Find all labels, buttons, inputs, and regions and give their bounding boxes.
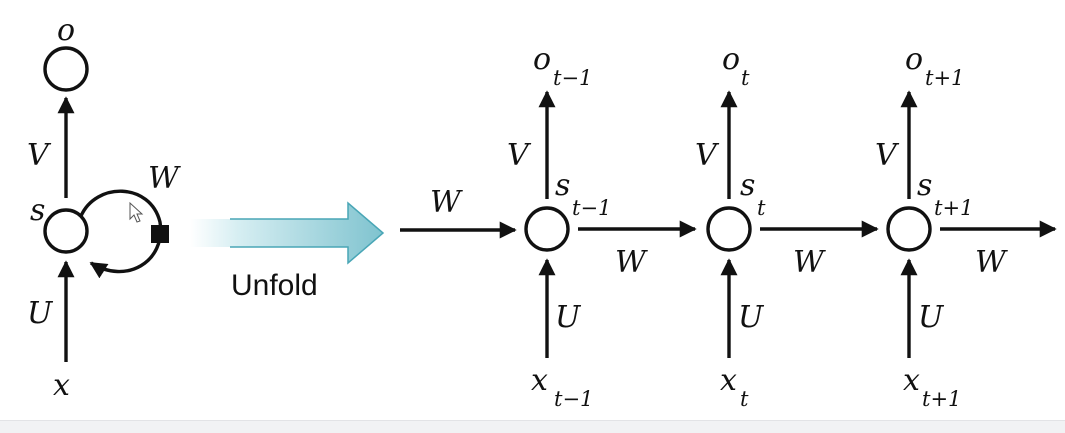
input-subscript: t−1 (554, 387, 593, 411)
state-subscript: t (757, 196, 766, 220)
folded-input-label: x (53, 368, 70, 403)
state-node (706, 206, 752, 252)
v-label: V (507, 138, 532, 173)
unfold-arrow-shape (190, 203, 383, 263)
output-label: o (905, 42, 923, 77)
input-label: x (720, 363, 737, 398)
timestep-t-plus-1: o t+1 V s t+1 U x t+1 W (875, 42, 1057, 411)
state-node (886, 206, 932, 252)
unfolded-rnn: W o t−1 V s t−1 U x t−1 W o t V s t (400, 42, 1057, 411)
folded-w-label: W (148, 161, 181, 196)
w-label: W (793, 245, 826, 280)
input-subscript: t (740, 387, 749, 411)
folded-output-label: o (57, 13, 75, 48)
input-label: x (531, 363, 548, 398)
output-subscript: t+1 (925, 66, 964, 90)
folded-v-label: V (27, 138, 52, 173)
state-subscript: t−1 (572, 196, 611, 220)
output-label: o (533, 42, 551, 77)
v-label: V (695, 138, 720, 173)
state-node (524, 206, 570, 252)
folded-recurrent-loop (79, 189, 163, 279)
input-subscript: t+1 (922, 387, 961, 411)
output-subscript: t (741, 66, 750, 90)
u-label: U (555, 300, 582, 335)
output-subscript: t−1 (553, 66, 592, 90)
w-label: W (975, 245, 1008, 280)
timestep-t-minus-1: o t−1 V s t−1 U x t−1 W (507, 42, 697, 411)
diagram-frame: o V s W U x Unfold W o t−1 V s t−1 (0, 0, 1065, 420)
state-label: s (917, 168, 932, 203)
initial-w-label: W (430, 185, 463, 220)
mouse-pointer-icon (129, 201, 144, 223)
timestep-t: o t V s t U x t W (695, 42, 879, 411)
folded-rnn: o V s W U x (27, 13, 181, 403)
u-label: U (738, 300, 765, 335)
unfold-arrow: Unfold (190, 201, 385, 302)
folded-state-node (43, 208, 89, 254)
delay-square-icon (151, 225, 169, 243)
v-label: V (875, 138, 900, 173)
output-label: o (722, 42, 740, 77)
state-label: s (555, 168, 570, 203)
folded-u-label: U (27, 296, 54, 331)
folded-state-label: s (30, 193, 45, 228)
unfold-label: Unfold (231, 269, 318, 302)
folded-output-node (43, 46, 89, 92)
state-label: s (740, 168, 755, 203)
u-label: U (918, 300, 945, 335)
input-label: x (903, 363, 920, 398)
w-label: W (615, 245, 648, 280)
state-subscript: t+1 (934, 196, 973, 220)
